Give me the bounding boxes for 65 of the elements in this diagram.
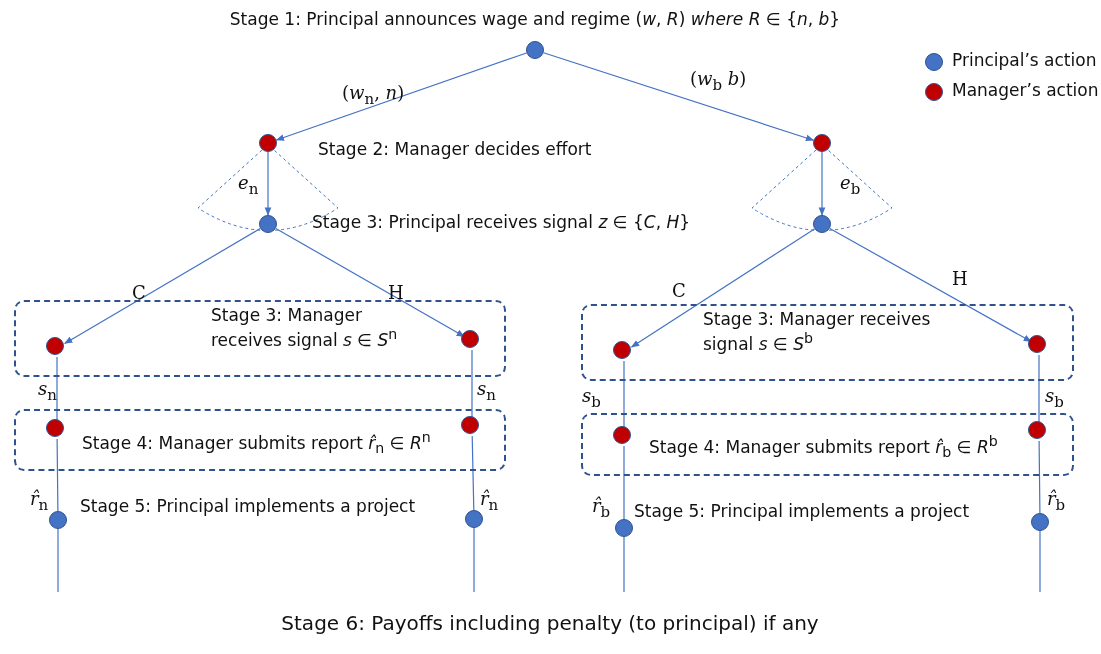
dashed-group-box	[581, 413, 1074, 476]
edge-label: C	[132, 282, 146, 303]
stage-label: Stage 2: Manager decides effort	[318, 140, 592, 160]
edge-label: H	[952, 268, 968, 289]
edge-label: s$_{b}$	[582, 385, 601, 411]
arrow	[264, 151, 272, 216]
legend-label: Manager’s action	[952, 81, 1099, 101]
manager-node-circle	[613, 426, 631, 444]
connector-line	[471, 435, 475, 511]
manager-node-circle	[813, 134, 831, 152]
box-label: Stage 3: Manager receives signal s ∈ S$^{n}$	[211, 306, 399, 350]
note-text: Stage 6: Payoffs including penalty (to principal) if any	[281, 612, 819, 635]
edge-label: r̂$_{b}$	[592, 495, 611, 521]
edge-label: r̂$_{n}$	[480, 488, 499, 514]
manager-node-circle	[613, 341, 631, 359]
arrow	[829, 227, 1032, 343]
connector-line	[1038, 440, 1041, 514]
arrow	[542, 52, 815, 142]
arrow	[275, 52, 528, 141]
edge-label: r̂$_{n}$	[30, 488, 49, 514]
edge-label: s$_{n}$	[38, 378, 57, 404]
manager-node-circle	[46, 419, 64, 437]
arrow	[275, 227, 465, 338]
arrow	[630, 228, 816, 348]
principal-node-circle	[526, 41, 544, 59]
edge-label: (w$_{n}$, n)	[342, 82, 405, 108]
manager-node-circle	[1028, 421, 1046, 439]
arrow	[64, 227, 261, 345]
stage-label: Stage 3: Principal receives signal z ∈ {C, H}	[312, 213, 691, 233]
manager-node-circle	[1028, 335, 1046, 353]
principal-node-circle	[615, 519, 633, 537]
connector-line	[56, 438, 59, 512]
connector-line	[473, 527, 475, 593]
stage-label: Stage 5: Principal implements a project	[634, 502, 970, 522]
edge-label: r̂$_{b}$	[1047, 488, 1066, 514]
edge-label: s$_{b}$	[1045, 385, 1064, 411]
connector-line	[57, 528, 59, 593]
dashed-group-box	[14, 300, 506, 377]
manager-node-circle	[461, 330, 479, 348]
connector-line	[623, 445, 625, 520]
manager-node-circle	[46, 337, 64, 355]
box-label: Stage 3: Manager receives signal s ∈ S$^{b}$	[703, 310, 932, 354]
box-label: Stage 4: Manager submits report r̂$_{n}$ ∈ R$^{n}$	[82, 429, 431, 457]
edge-label: e$_{b}$	[840, 172, 861, 198]
edge-label: H	[388, 282, 404, 303]
manager-node-circle	[461, 416, 479, 434]
connector-line	[623, 536, 625, 593]
arrow	[818, 151, 826, 216]
edge-label: s$_{n}$	[477, 378, 496, 404]
edge-label: (w$_{b}$ b)	[690, 68, 747, 94]
principal-node-circle	[465, 510, 483, 528]
principal-node-circle	[1031, 513, 1049, 531]
principal-node-circle	[259, 215, 277, 233]
manager-node-circle	[259, 134, 277, 152]
stage-label: Stage 1: Principal announces wage and regime (w, R) where R ∈ {n, b}	[229, 10, 841, 30]
edge-label: C	[672, 280, 686, 301]
legend-label: Principal’s action	[952, 51, 1097, 71]
principal-node-circle	[813, 215, 831, 233]
dashed-group-box	[581, 304, 1074, 381]
edge-label: e$_{n}$	[238, 172, 259, 198]
stage-label: Stage 5: Principal implements a project	[80, 497, 416, 517]
box-label: Stage 4: Manager submits report r̂$_{b}$ ∈ R$^{b}$	[649, 433, 998, 461]
dashed-group-box	[14, 409, 506, 471]
connector-line	[1039, 530, 1041, 593]
principal-node-circle	[49, 511, 67, 529]
